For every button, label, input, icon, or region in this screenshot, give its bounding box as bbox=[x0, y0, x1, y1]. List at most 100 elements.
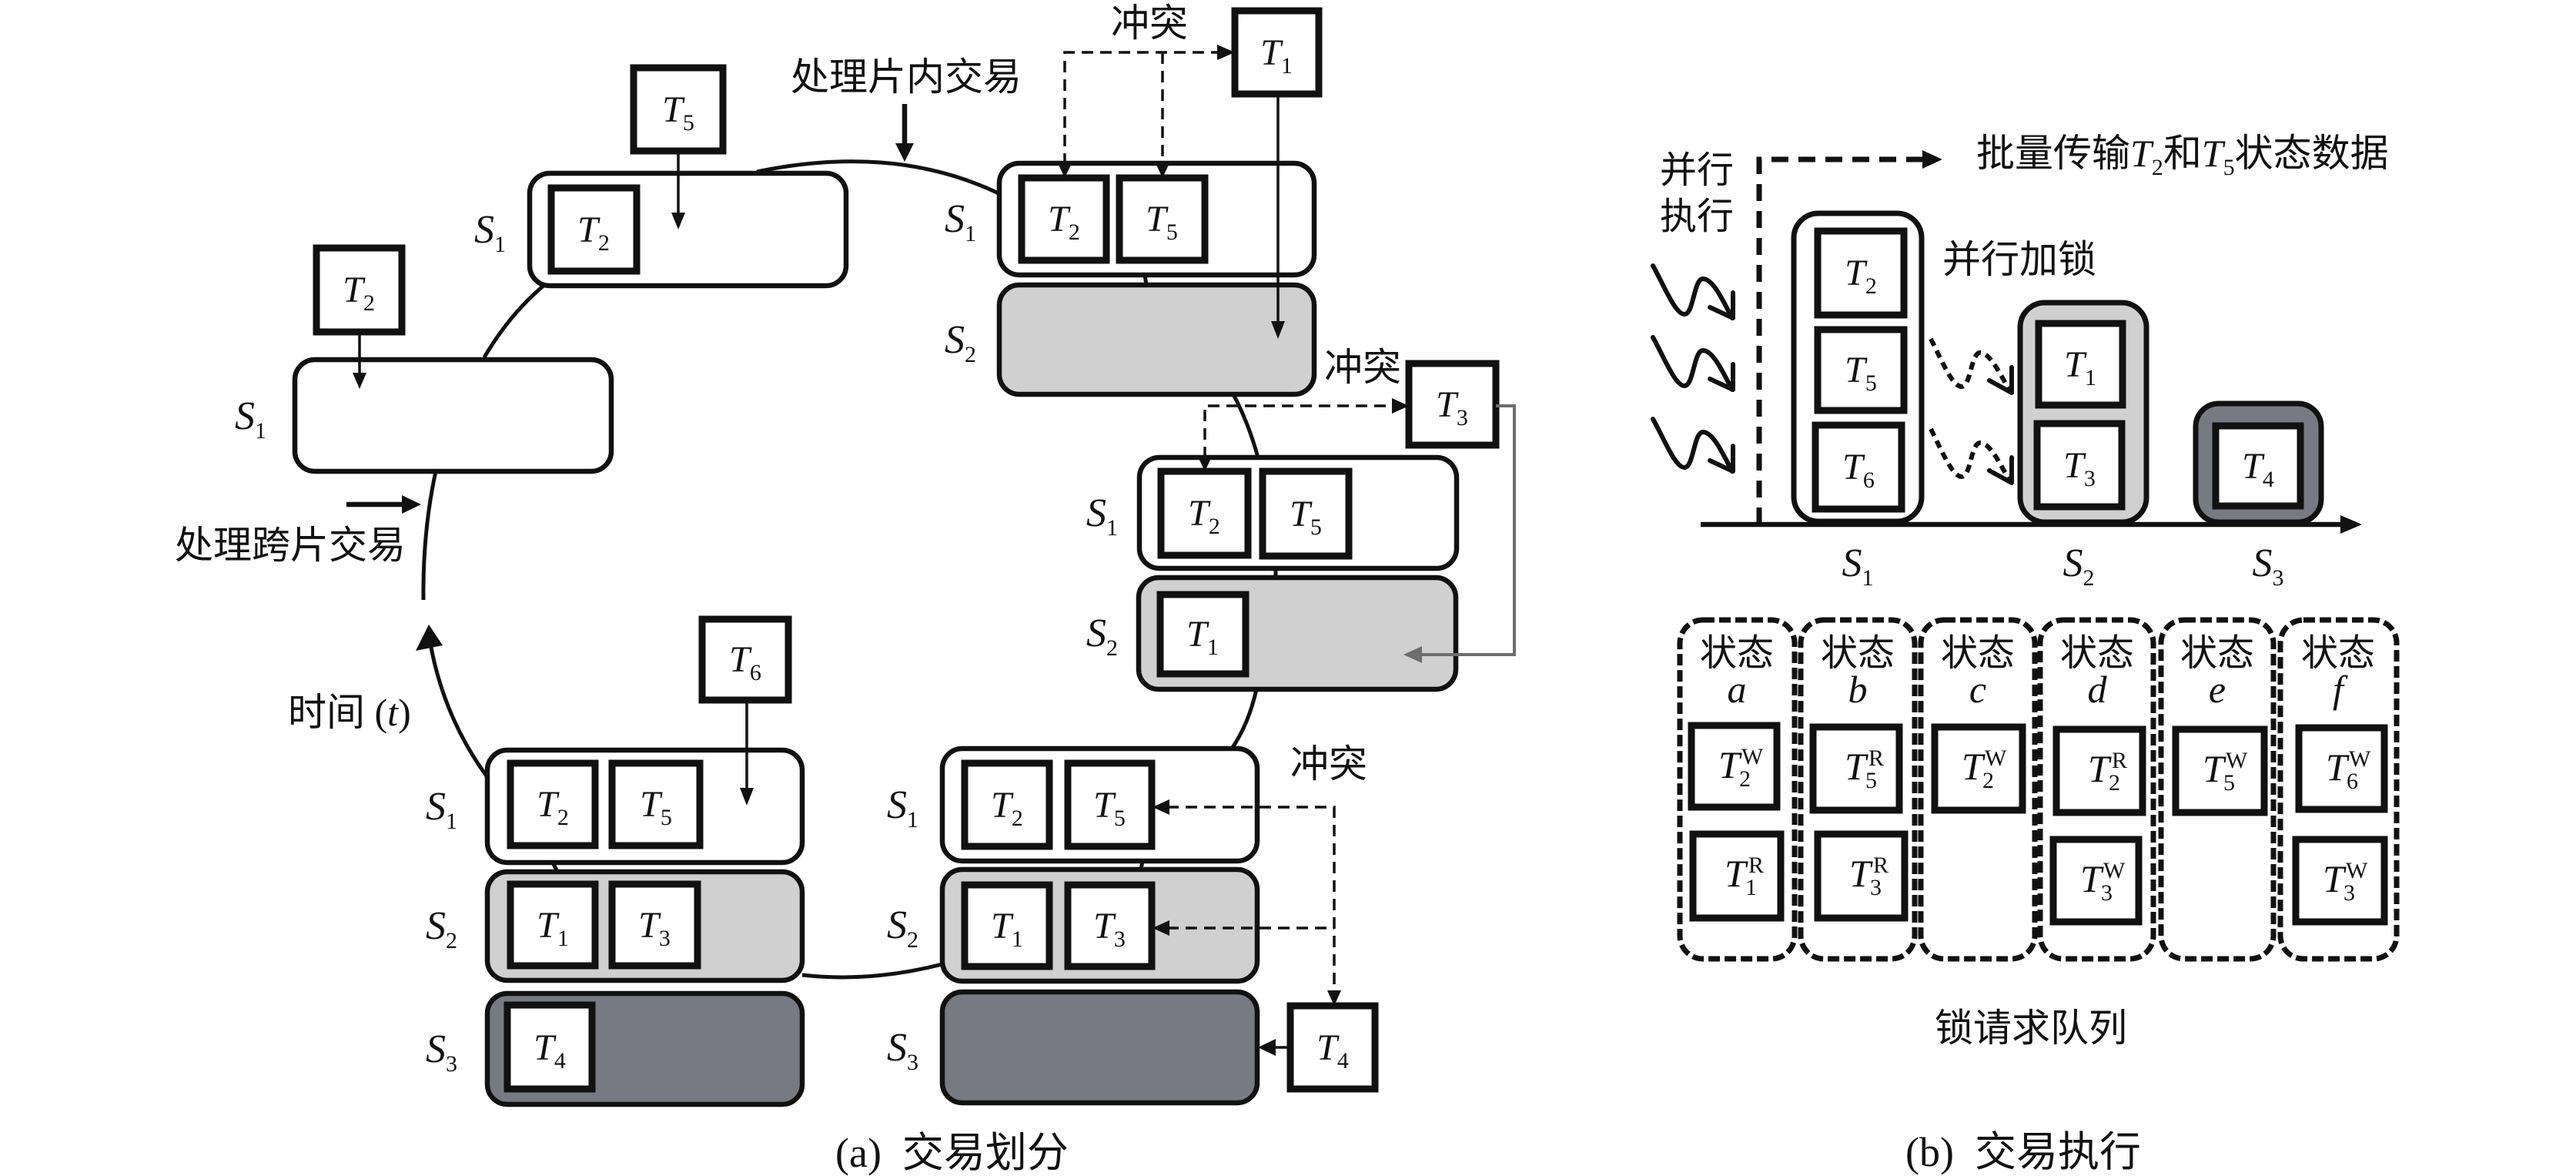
shard-label: S2 bbox=[426, 904, 457, 953]
transaction-label: T5 bbox=[1146, 199, 1178, 245]
shard-label: S1 bbox=[235, 394, 266, 444]
shard-letter: S bbox=[945, 318, 965, 362]
tx-index: 3 bbox=[659, 926, 671, 951]
tx-index: 4 bbox=[2263, 467, 2274, 492]
lock-queue-state-a: 状态 a T 2 W T 1 R bbox=[1677, 617, 1798, 962]
lock-request-index: 2 bbox=[1982, 768, 1994, 793]
transaction-label: T2 bbox=[1188, 493, 1220, 539]
transaction-box bbox=[2035, 320, 2126, 409]
tx-index: 6 bbox=[1863, 467, 1875, 493]
lock-request-mode: R bbox=[2112, 748, 2127, 773]
arrowhead-icon bbox=[402, 495, 421, 514]
shard-index: 3 bbox=[446, 1051, 457, 1077]
panel-a-transaction-partition: 处理片内交易 处理跨片交易 时间 (t) (a) 交易划分 S1 T2 S1 T… bbox=[175, 2, 1516, 1176]
conflict-label: 冲突 bbox=[1111, 2, 1188, 45]
shard-index: 1 bbox=[446, 809, 457, 834]
tx-letter: T bbox=[1186, 614, 1209, 655]
tx-index: 3 bbox=[1114, 926, 1126, 952]
shard-index: 1 bbox=[1862, 565, 1874, 591]
arrowhead-icon bbox=[1058, 163, 1072, 178]
transaction-label: T1 bbox=[1186, 614, 1219, 660]
tx-letter: T bbox=[640, 784, 663, 825]
shard-label: S1 bbox=[474, 208, 506, 257]
time-label-close: ) bbox=[398, 691, 411, 734]
tx-letter: T bbox=[991, 906, 1014, 946]
tx-letter: T bbox=[1188, 493, 1211, 534]
arrowhead-icon bbox=[1198, 457, 1212, 471]
arrowhead-icon bbox=[1153, 799, 1169, 815]
transaction-box bbox=[1157, 467, 1252, 559]
transaction-label: T2 bbox=[991, 785, 1023, 831]
timeline-ring-segment bbox=[427, 638, 490, 779]
tx-letter: T bbox=[638, 905, 661, 946]
stage-3: S1 T2 T5 S2 T1 冲突 bbox=[945, 2, 1323, 397]
shard-label: S3 bbox=[426, 1027, 457, 1077]
lock-queue-state-var: c bbox=[1969, 668, 1986, 711]
lock-request-mode: W bbox=[2349, 746, 2371, 772]
tx-letter: T bbox=[2130, 132, 2154, 175]
time-arrowhead-icon bbox=[416, 625, 443, 651]
assign-to-shard-line bbox=[1421, 404, 1516, 656]
lock-request-tx: T bbox=[2326, 745, 2350, 789]
timeline-ring-segment bbox=[1231, 393, 1260, 458]
conflict-dashed-link bbox=[1167, 806, 1336, 992]
conflict-dashed-link bbox=[1203, 404, 1395, 458]
tx-letter: T bbox=[2064, 344, 2087, 385]
transaction-label: T1 bbox=[2064, 344, 2096, 390]
shard-index: 3 bbox=[907, 1050, 918, 1075]
batch-transfer-suffix: 状态数据 bbox=[2235, 132, 2389, 175]
tx-letter: T bbox=[662, 89, 685, 130]
transaction-label: T5 bbox=[1845, 350, 1877, 396]
transaction-box bbox=[1156, 591, 1250, 678]
transaction-label: T4 bbox=[534, 1027, 566, 1074]
stage-1: S1 T2 bbox=[235, 244, 614, 474]
lock-request-box bbox=[1688, 722, 1781, 811]
lock-queue-label: 锁请求队列 bbox=[1935, 1007, 2127, 1050]
timeline-ring-segment bbox=[421, 471, 438, 601]
time-variable: t bbox=[387, 691, 399, 734]
arrowhead-icon bbox=[1258, 1039, 1276, 1056]
transaction-box bbox=[1814, 326, 1908, 414]
timeline-ring-segment bbox=[801, 962, 943, 980]
shard-label: S2 bbox=[1086, 611, 1118, 661]
transaction-label: T3 bbox=[2063, 445, 2096, 491]
lock-queue-title: 状态 bbox=[2301, 633, 2375, 674]
shard-label: S2 bbox=[2063, 541, 2095, 591]
dashed-squiggle-arrow-icon bbox=[1929, 337, 2014, 395]
tx-letter: T bbox=[1845, 350, 1868, 390]
arrowhead-icon bbox=[895, 143, 914, 162]
incoming-transaction-box bbox=[1405, 360, 1500, 449]
parallel-lock-arrows bbox=[1929, 337, 2014, 485]
incoming-transaction-label: T3 bbox=[1436, 384, 1468, 431]
tx-index: 2 bbox=[1209, 514, 1220, 539]
dashed-squiggle-arrow-icon bbox=[1929, 427, 2014, 485]
shard-letter: S bbox=[887, 1026, 907, 1070]
tx-letter: T bbox=[729, 639, 752, 680]
transaction-box bbox=[1812, 421, 1905, 513]
shard-s1-block bbox=[292, 357, 614, 474]
batch-transfer-label: 批量传输T2和T5状态数据 bbox=[1976, 132, 2389, 180]
transaction-label: T2 bbox=[577, 209, 610, 256]
lock-request-index: 5 bbox=[1865, 768, 1877, 793]
incoming-transaction-box bbox=[313, 244, 406, 336]
lock-request-box bbox=[1809, 723, 1903, 814]
lock-queue-title: 状态 bbox=[1700, 633, 1774, 674]
parallel-lock-label: 并行加锁 bbox=[1942, 238, 2096, 281]
shard-column-s2: T1 T3 S2 bbox=[2017, 300, 2149, 591]
arrowhead-icon bbox=[671, 213, 685, 230]
transaction-box bbox=[961, 759, 1053, 850]
incoming-transaction-label: T2 bbox=[343, 270, 375, 316]
tx-letter: T bbox=[991, 785, 1014, 826]
shard-label: S1 bbox=[945, 197, 976, 246]
tx-letter: T bbox=[534, 1027, 557, 1068]
tx-index: 1 bbox=[1281, 53, 1293, 79]
shard-index: 2 bbox=[965, 342, 976, 367]
arrowhead-icon bbox=[1156, 163, 1169, 178]
squiggle-arrow-icon bbox=[1651, 417, 1735, 474]
lock-request-box bbox=[2295, 724, 2388, 813]
lock-request-box bbox=[2049, 836, 2143, 926]
tx-index: 2 bbox=[363, 290, 375, 316]
transaction-box bbox=[1259, 467, 1353, 560]
tx-index: 5 bbox=[1865, 370, 1877, 396]
lock-queue-state-var: a bbox=[1728, 668, 1747, 711]
